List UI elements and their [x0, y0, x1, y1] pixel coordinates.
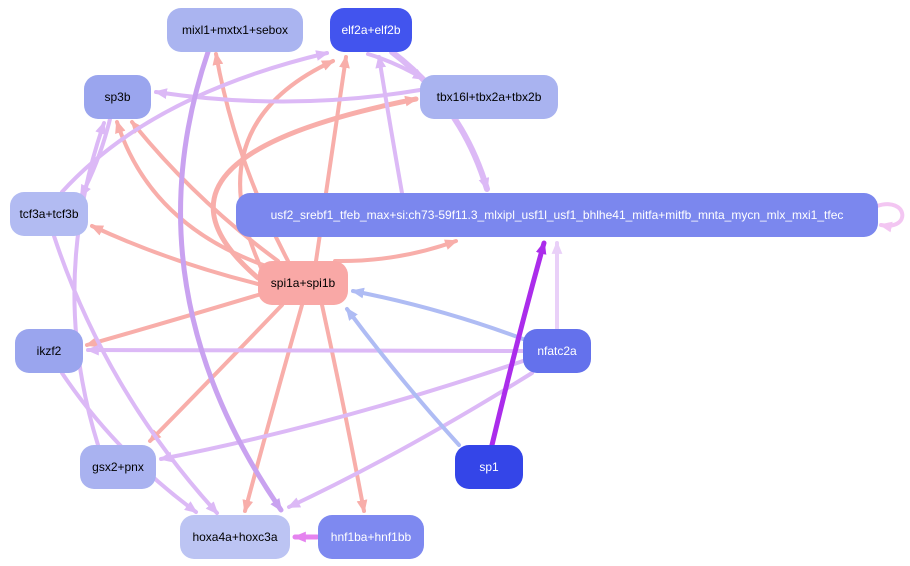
edge-usf2-elf2a	[375, 54, 404, 195]
edge-tcf3a-elf2a	[60, 50, 330, 194]
edge-sp1-usf2	[489, 240, 547, 448]
node-ikzf2[interactable]: ikzf2	[15, 329, 83, 373]
edge-elf2a-usf2	[389, 49, 490, 192]
node-label: hnf1ba+hnf1bb	[330, 530, 412, 544]
edge-gsx2-sp3b	[72, 120, 106, 447]
node-label: elf2a+elf2b	[341, 23, 401, 37]
node-usf2[interactable]: usf2_srebf1_tfeb_max+si:ch73-59f11.3_mlx…	[236, 193, 878, 237]
edge-spi1a-sp3b	[130, 120, 280, 263]
node-sp3b[interactable]: sp3b	[84, 75, 151, 119]
node-label: gsx2+pnx	[92, 460, 144, 474]
edge-elf2a-tbx16l	[366, 52, 426, 81]
edge-mixl1-hoxa4a	[178, 49, 284, 513]
node-label: tbx16l+tbx2a+tbx2b	[436, 90, 542, 104]
edge-nfatc2a-gsx2	[158, 359, 525, 463]
edge-spi1a-hnf1ba	[320, 303, 368, 514]
node-sp1[interactable]: sp1	[455, 445, 523, 489]
edge-spi1a-tbx16l	[210, 95, 419, 281]
edge-nfatc2a-ikzf2	[85, 344, 525, 356]
edge-sp1-spi1a	[345, 307, 461, 447]
edge-spi1a-gsx2	[148, 303, 284, 443]
node-label: hoxa4a+hoxc3a	[192, 530, 278, 544]
node-hnf1ba[interactable]: hnf1ba+hnf1bb	[318, 515, 424, 559]
node-label: sp3b	[104, 90, 131, 104]
node-nfatc2a[interactable]: nfatc2a	[523, 329, 591, 373]
node-label: ikzf2	[36, 344, 62, 358]
edge-spi1a-hoxa4a	[242, 303, 304, 514]
node-label: sp1	[479, 460, 499, 474]
edge-spi1a-tcf3a	[90, 224, 260, 286]
edge-spi1a-ikzf2	[84, 293, 260, 348]
edge-tcf3a-hoxa4a	[52, 234, 219, 515]
node-elf2a[interactable]: elf2a+elf2b	[330, 8, 412, 52]
node-tbx16l[interactable]: tbx16l+tbx2a+tbx2b	[420, 75, 558, 119]
node-mixl1[interactable]: mixl1+mxtx1+sebox	[167, 8, 303, 52]
node-hoxa4a[interactable]: hoxa4a+hoxc3a	[180, 515, 290, 559]
node-label: tcf3a+tcf3b	[19, 207, 79, 221]
node-tcf3a[interactable]: tcf3a+tcf3b	[10, 192, 88, 236]
edge-nfatc2a-hoxa4a	[287, 371, 534, 509]
edge-usf2-usf2	[875, 202, 905, 233]
edge-nfatc2a-spi1a	[350, 287, 525, 341]
node-spi1a[interactable]: spi1a+spi1b	[258, 261, 348, 305]
node-label: spi1a+spi1b	[270, 276, 336, 290]
node-gsx2[interactable]: gsx2+pnx	[80, 445, 156, 489]
edge-spi1a-usf2	[333, 239, 459, 264]
node-label: nfatc2a	[537, 344, 577, 358]
node-label: usf2_srebf1_tfeb_max+si:ch73-59f11.3_mlx…	[270, 208, 844, 222]
edge-spi1a-sp3b	[115, 119, 268, 268]
node-label: mixl1+mxtx1+sebox	[181, 23, 289, 37]
